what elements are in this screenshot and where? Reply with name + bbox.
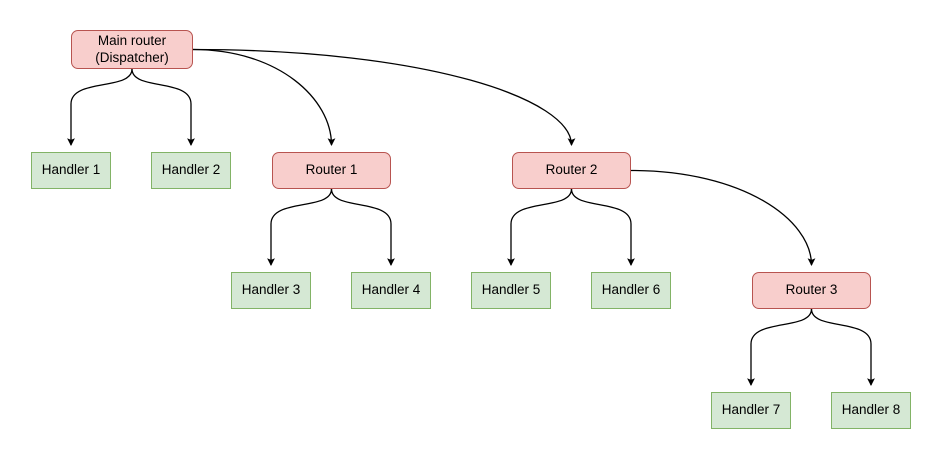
node-handler4[interactable]: Handler 4 [351, 272, 431, 309]
node-handler1[interactable]: Handler 1 [31, 152, 111, 189]
edge-e-main-h1 [67, 68, 133, 147]
node-main[interactable]: Main router (Dispatcher) [71, 30, 193, 69]
edge-e-r3-h7 [747, 308, 813, 387]
edge-e-r2-h6 [570, 188, 635, 267]
node-handler3[interactable]: Handler 3 [231, 272, 311, 309]
node-handler6[interactable]: Handler 6 [591, 272, 671, 309]
node-router3[interactable]: Router 3 [752, 272, 871, 309]
edge-e-r2-r3 [630, 169, 816, 267]
edge-e-r3-h8 [810, 308, 875, 387]
edge-e-main-r1 [192, 48, 336, 147]
edge-e-r1-h3 [267, 188, 333, 267]
edge-paths [67, 48, 875, 387]
edge-e-r1-h4 [330, 188, 395, 267]
node-router2[interactable]: Router 2 [512, 152, 631, 189]
node-handler7[interactable]: Handler 7 [711, 392, 791, 429]
node-handler2[interactable]: Handler 2 [151, 152, 231, 189]
node-router1[interactable]: Router 1 [272, 152, 391, 189]
edge-e-main-r2 [192, 48, 576, 147]
node-handler8[interactable]: Handler 8 [831, 392, 911, 429]
edge-e-r2-h5 [507, 188, 573, 267]
edge-e-main-h2 [131, 68, 195, 147]
node-handler5[interactable]: Handler 5 [471, 272, 551, 309]
